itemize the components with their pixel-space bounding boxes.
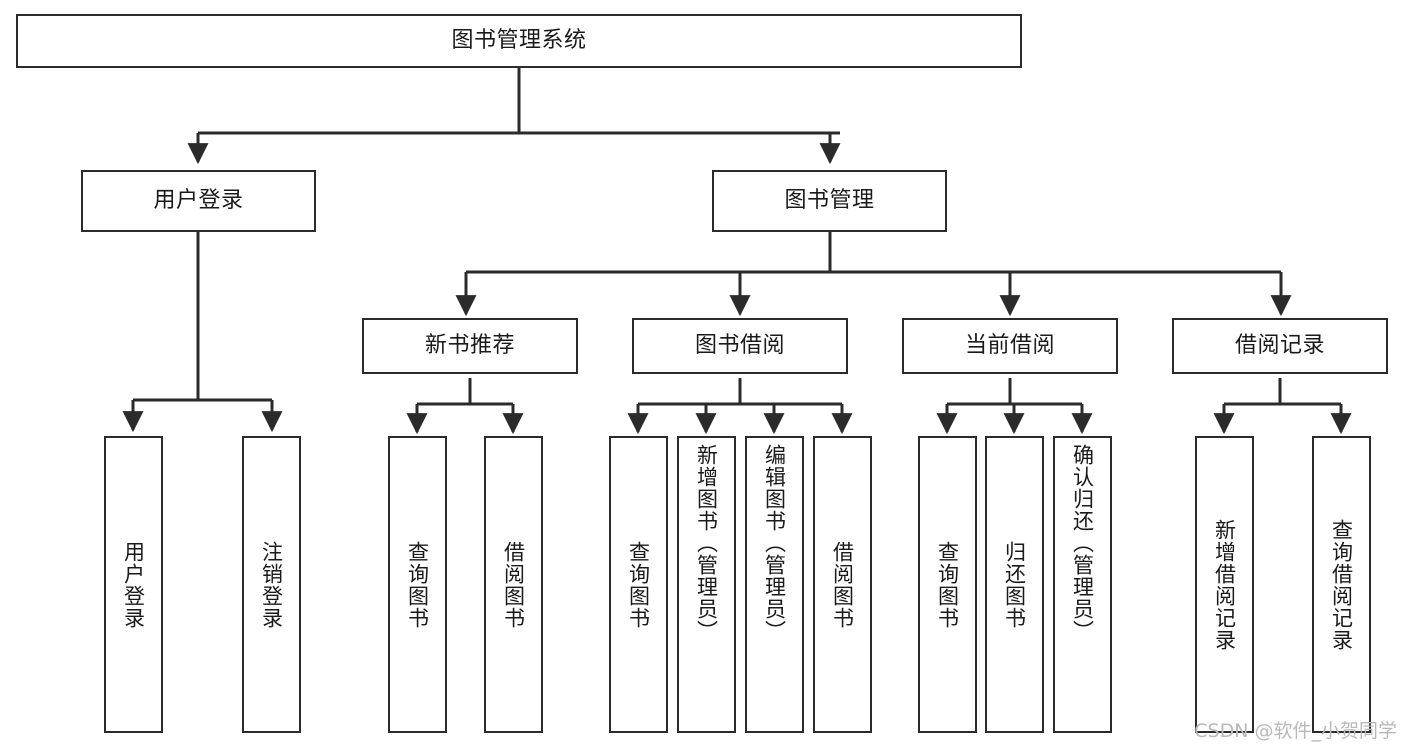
node-leaf-query-book-2-label: 查询图书 [626, 540, 651, 629]
node-book-manage-label: 图书管理 [784, 188, 875, 214]
node-book-manage[interactable]: 图书管理 [712, 170, 947, 232]
node-leaf-query-record-label: 查询借阅记录 [1329, 518, 1354, 651]
node-leaf-borrow-book-2[interactable]: 借阅图书 [813, 436, 872, 733]
node-leaf-user-login-label: 用户登录 [121, 540, 146, 629]
node-borrow-record-label: 借阅记录 [1234, 333, 1325, 359]
node-leaf-return-book[interactable]: 归还图书 [985, 436, 1044, 733]
node-leaf-query-record[interactable]: 查询借阅记录 [1312, 436, 1371, 733]
node-current-borrow[interactable]: 当前借阅 [902, 318, 1118, 374]
node-book-borrow-label: 图书借阅 [694, 333, 785, 359]
node-leaf-user-login[interactable]: 用户登录 [104, 436, 163, 733]
node-book-borrow[interactable]: 图书借阅 [632, 318, 848, 374]
node-user-login[interactable]: 用户登录 [81, 170, 316, 232]
node-leaf-logout-login[interactable]: 注销登录 [242, 436, 301, 733]
node-leaf-query-book-3-label: 查询图书 [935, 540, 960, 629]
watermark-text: CSDN @软件_小贺同学 [1194, 720, 1397, 742]
node-leaf-confirm-return[interactable]: 确认归还（管理员） [1053, 436, 1112, 733]
node-leaf-query-book-1[interactable]: 查询图书 [388, 436, 447, 733]
node-leaf-borrow-book-1[interactable]: 借阅图书 [484, 436, 543, 733]
node-borrow-record[interactable]: 借阅记录 [1172, 318, 1388, 374]
node-leaf-edit-book-label: 编辑图书（管理员） [762, 444, 787, 642]
node-leaf-add-book-label: 新增图书（管理员） [694, 444, 719, 642]
node-leaf-query-book-1-label: 查询图书 [405, 540, 430, 629]
node-current-borrow-label: 当前借阅 [964, 333, 1055, 359]
node-leaf-borrow-book-1-label: 借阅图书 [501, 540, 526, 629]
node-root[interactable]: 图书管理系统 [16, 14, 1022, 68]
node-leaf-confirm-return-label: 确认归还（管理员） [1070, 444, 1095, 642]
node-leaf-add-record-label: 新增借阅记录 [1212, 518, 1237, 651]
node-leaf-query-book-3[interactable]: 查询图书 [918, 436, 977, 733]
node-new-book-recommend-label: 新书推荐 [424, 333, 515, 359]
node-leaf-logout-login-label: 注销登录 [259, 540, 284, 629]
node-user-login-label: 用户登录 [153, 188, 244, 214]
node-leaf-query-book-2[interactable]: 查询图书 [609, 436, 668, 733]
node-leaf-add-record[interactable]: 新增借阅记录 [1195, 436, 1254, 733]
node-leaf-edit-book[interactable]: 编辑图书（管理员） [745, 436, 804, 733]
node-new-book-recommend[interactable]: 新书推荐 [362, 318, 578, 374]
node-root-label: 图书管理系统 [451, 28, 587, 54]
node-leaf-return-book-label: 归还图书 [1002, 540, 1027, 629]
node-leaf-borrow-book-2-label: 借阅图书 [830, 540, 855, 629]
node-leaf-add-book[interactable]: 新增图书（管理员） [677, 436, 736, 733]
